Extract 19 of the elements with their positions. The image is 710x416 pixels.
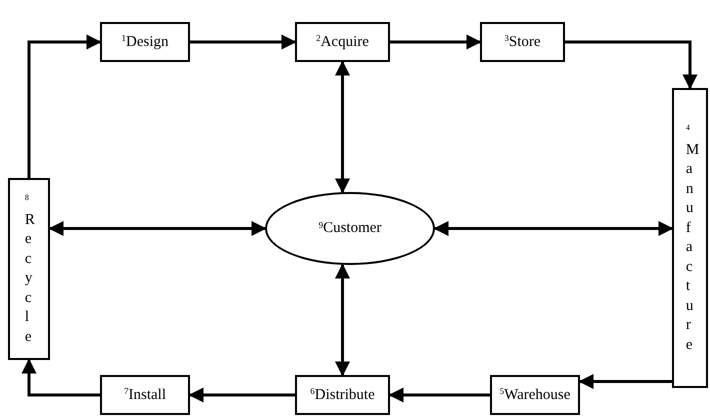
process-box: $^{3}$Store [480, 22, 565, 62]
process-box: $^{1}$Design [100, 22, 190, 62]
ellipse-node: $^{9}$Customer [265, 192, 435, 265]
arrow [388, 388, 490, 402]
process-box: $^{7}$Install [100, 375, 190, 415]
process-box: $^{6}$Distribute [295, 375, 390, 415]
arrow [190, 34, 296, 50]
arrow [48, 221, 266, 236]
process-box: $^{2}$Acquire [295, 22, 390, 62]
process-box: $^{5}$Warehouse [490, 375, 580, 415]
arrow [335, 60, 350, 194]
arrow [28, 34, 102, 178]
arrow [22, 358, 100, 396]
arrow [434, 221, 674, 236]
arrow [565, 40, 698, 90]
arrow [390, 34, 482, 50]
arrow [188, 388, 295, 402]
arrow [335, 264, 350, 376]
arrow [578, 374, 672, 389]
